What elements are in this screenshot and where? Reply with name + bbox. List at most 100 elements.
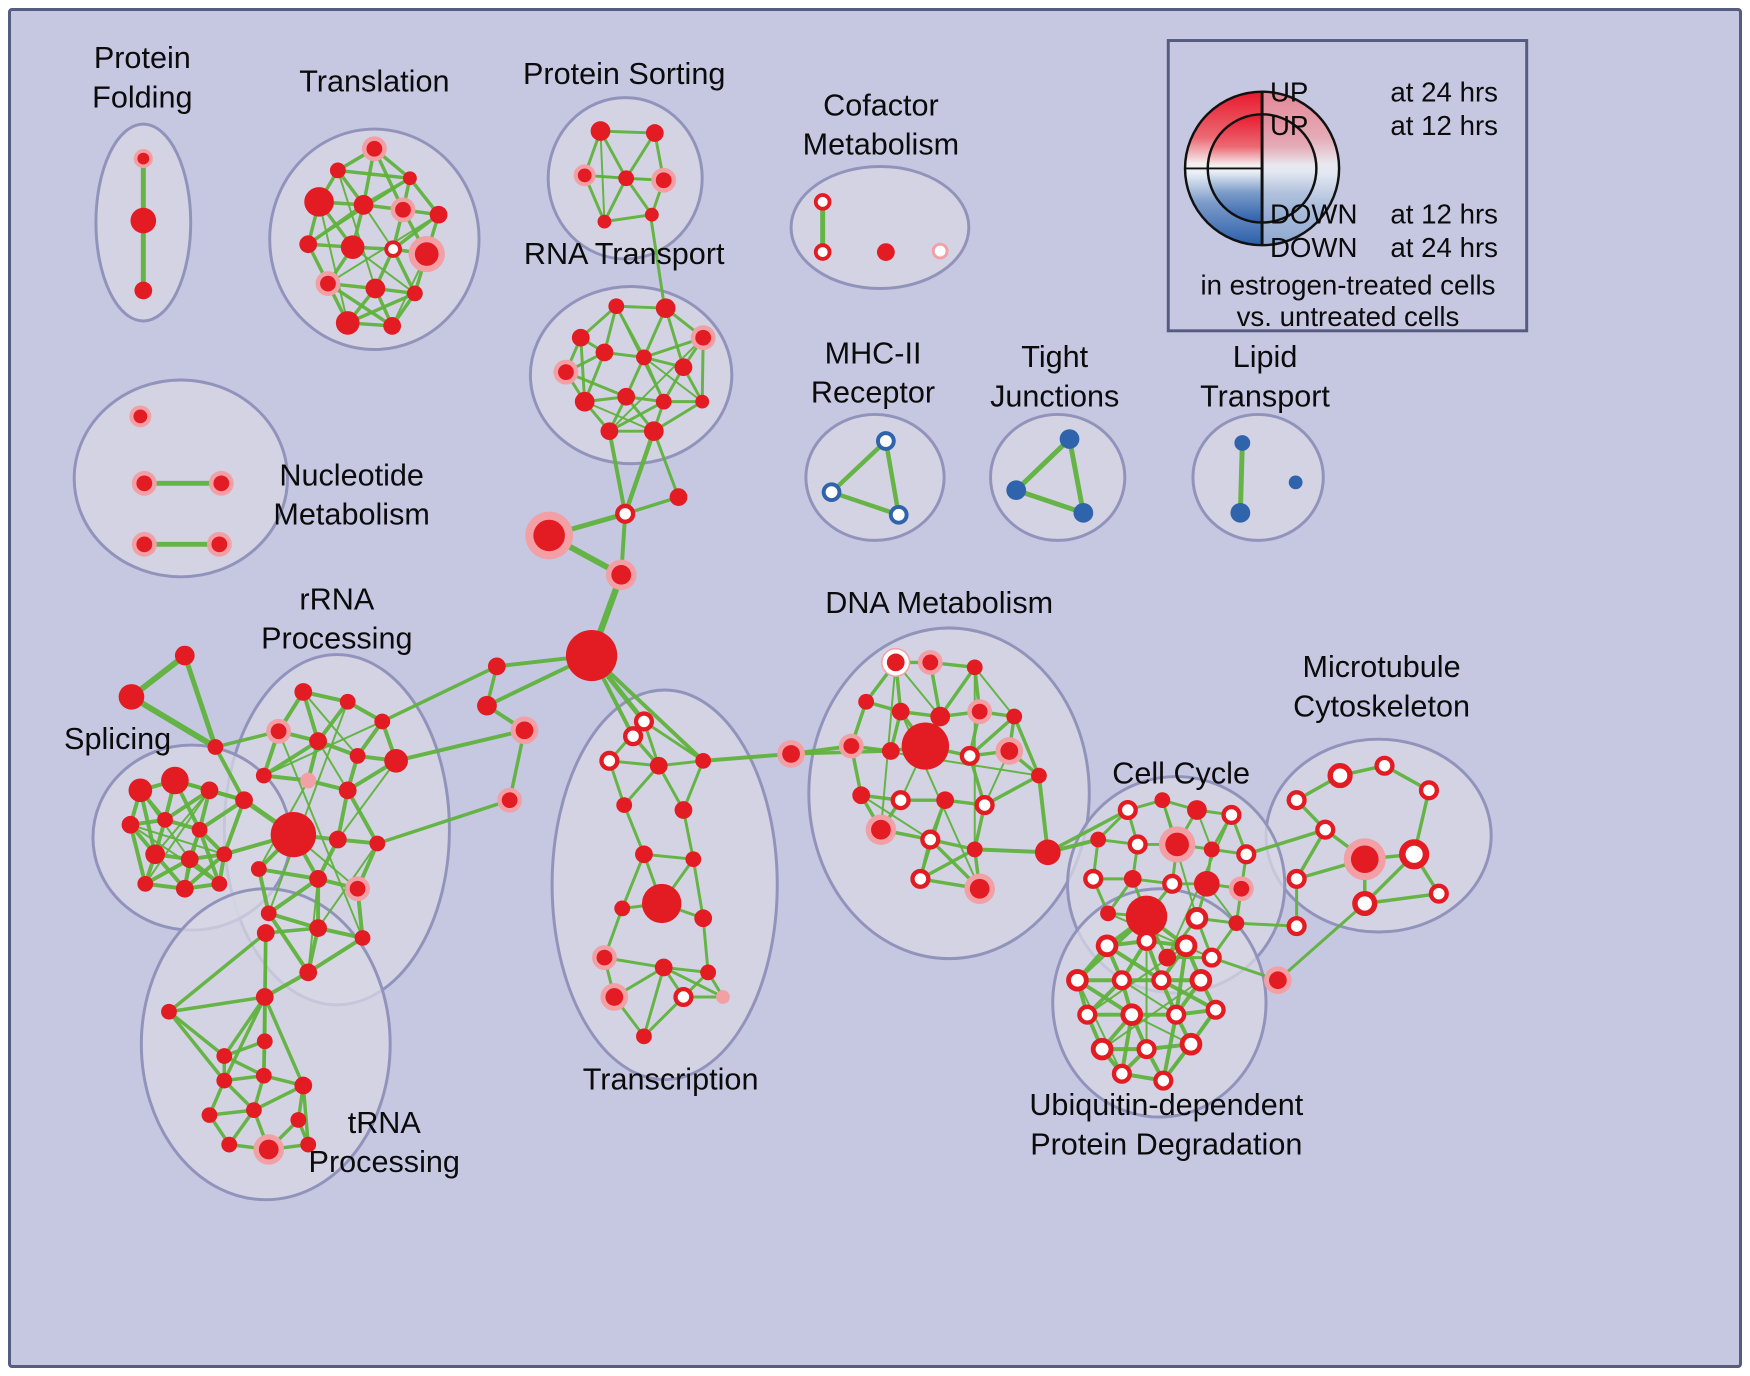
cluster-label-transcription: Transcription: [583, 1063, 759, 1097]
network-edge: [336, 170, 377, 289]
network-node: [258, 1139, 279, 1160]
network-link: [128, 693, 219, 750]
network-node: [384, 749, 408, 773]
network-node: [1228, 915, 1245, 932]
network-node: [1083, 868, 1104, 889]
network-node: [1153, 1070, 1174, 1091]
network-node: [633, 711, 655, 732]
network-edge: [1101, 979, 1202, 1050]
cluster-ellipse-mhc-ii-receptor: [804, 412, 946, 542]
network-edge: [197, 829, 222, 885]
network-node: [338, 781, 357, 800]
network-node: [635, 845, 653, 864]
network-node: [349, 748, 366, 764]
network-node: [207, 739, 224, 755]
network-node: [384, 240, 402, 258]
cluster-label-protein-sorting: Protein Sorting: [523, 57, 725, 91]
network-node: [600, 422, 619, 441]
network-node: [1374, 755, 1395, 776]
network-node: [1162, 873, 1183, 894]
cluster-label-cell-cycle: Cell Cycle: [1112, 756, 1250, 790]
network-node: [617, 387, 636, 406]
network-edge: [128, 824, 148, 885]
network-node: [1006, 480, 1027, 501]
network-node: [623, 726, 644, 747]
network-node: [673, 986, 694, 1008]
network-edge: [604, 213, 653, 224]
network-edge: [642, 967, 666, 1037]
network-edge: [222, 996, 267, 1057]
network-node: [1286, 916, 1307, 937]
network-node: [255, 988, 274, 1006]
network-edge: [277, 730, 364, 939]
network-edge: [620, 853, 646, 909]
network-node: [130, 207, 157, 234]
network-node: [1233, 880, 1250, 897]
network-node: [614, 900, 631, 917]
network-node: [1059, 429, 1080, 449]
network-node: [211, 875, 228, 892]
network-node: [1125, 895, 1168, 937]
network-edge: [1015, 487, 1085, 516]
network-node: [888, 504, 909, 525]
network-node: [813, 243, 832, 261]
network-node: [871, 819, 891, 840]
legend-up-24-dir: UP: [1270, 77, 1308, 108]
network-node: [971, 703, 988, 720]
network-edge: [663, 966, 724, 999]
network-link: [380, 664, 499, 724]
network-node: [1185, 906, 1209, 930]
network-node: [969, 878, 990, 899]
network-node: [565, 629, 618, 682]
network-node: [395, 201, 411, 218]
network-node: [235, 791, 253, 810]
network-node: [920, 829, 941, 850]
network-node: [340, 235, 365, 259]
network-link: [1036, 773, 1050, 855]
legend-down-12-dir: DOWN: [1270, 199, 1358, 230]
cluster-label-rna-transport: RNA Transport: [524, 237, 725, 271]
network-edge: [267, 877, 320, 915]
network-node: [1166, 1004, 1187, 1025]
network-node: [121, 815, 140, 834]
network-edge: [973, 666, 1015, 718]
network-node: [695, 329, 712, 346]
network-edge: [347, 291, 416, 325]
network-node: [782, 745, 800, 763]
network-node: [255, 767, 272, 784]
network-edge: [327, 282, 394, 328]
legend-box: UP at 24 hrs UP at 12 hrs DOWN at 12 hrs…: [1166, 39, 1529, 333]
network-node: [611, 564, 632, 585]
network-node: [1327, 763, 1353, 789]
network-node: [1179, 1032, 1203, 1056]
network-link: [182, 653, 218, 750]
network-edge: [624, 132, 657, 180]
network-node: [1006, 708, 1023, 725]
network-edge: [584, 400, 655, 433]
network-node: [1187, 800, 1207, 820]
network-node: [558, 364, 574, 381]
network-node: [354, 930, 371, 946]
network-node: [1151, 970, 1172, 991]
network-node: [597, 214, 612, 229]
network-node: [309, 732, 327, 750]
network-node: [858, 693, 875, 710]
network-node: [695, 394, 710, 409]
network-node: [655, 393, 672, 410]
network-edge: [579, 337, 587, 402]
network-node: [128, 778, 153, 803]
network-edge: [302, 691, 359, 757]
network-edge: [167, 1010, 226, 1082]
network-node: [574, 391, 595, 412]
network-node: [216, 1072, 233, 1089]
network-edge: [1012, 715, 1041, 777]
network-edge: [263, 996, 305, 1087]
network-node: [595, 343, 614, 362]
network-node: [201, 1107, 218, 1123]
network-node: [813, 193, 832, 211]
network-node: [1095, 934, 1119, 958]
network-edge: [168, 995, 266, 1014]
network-node: [571, 328, 590, 347]
